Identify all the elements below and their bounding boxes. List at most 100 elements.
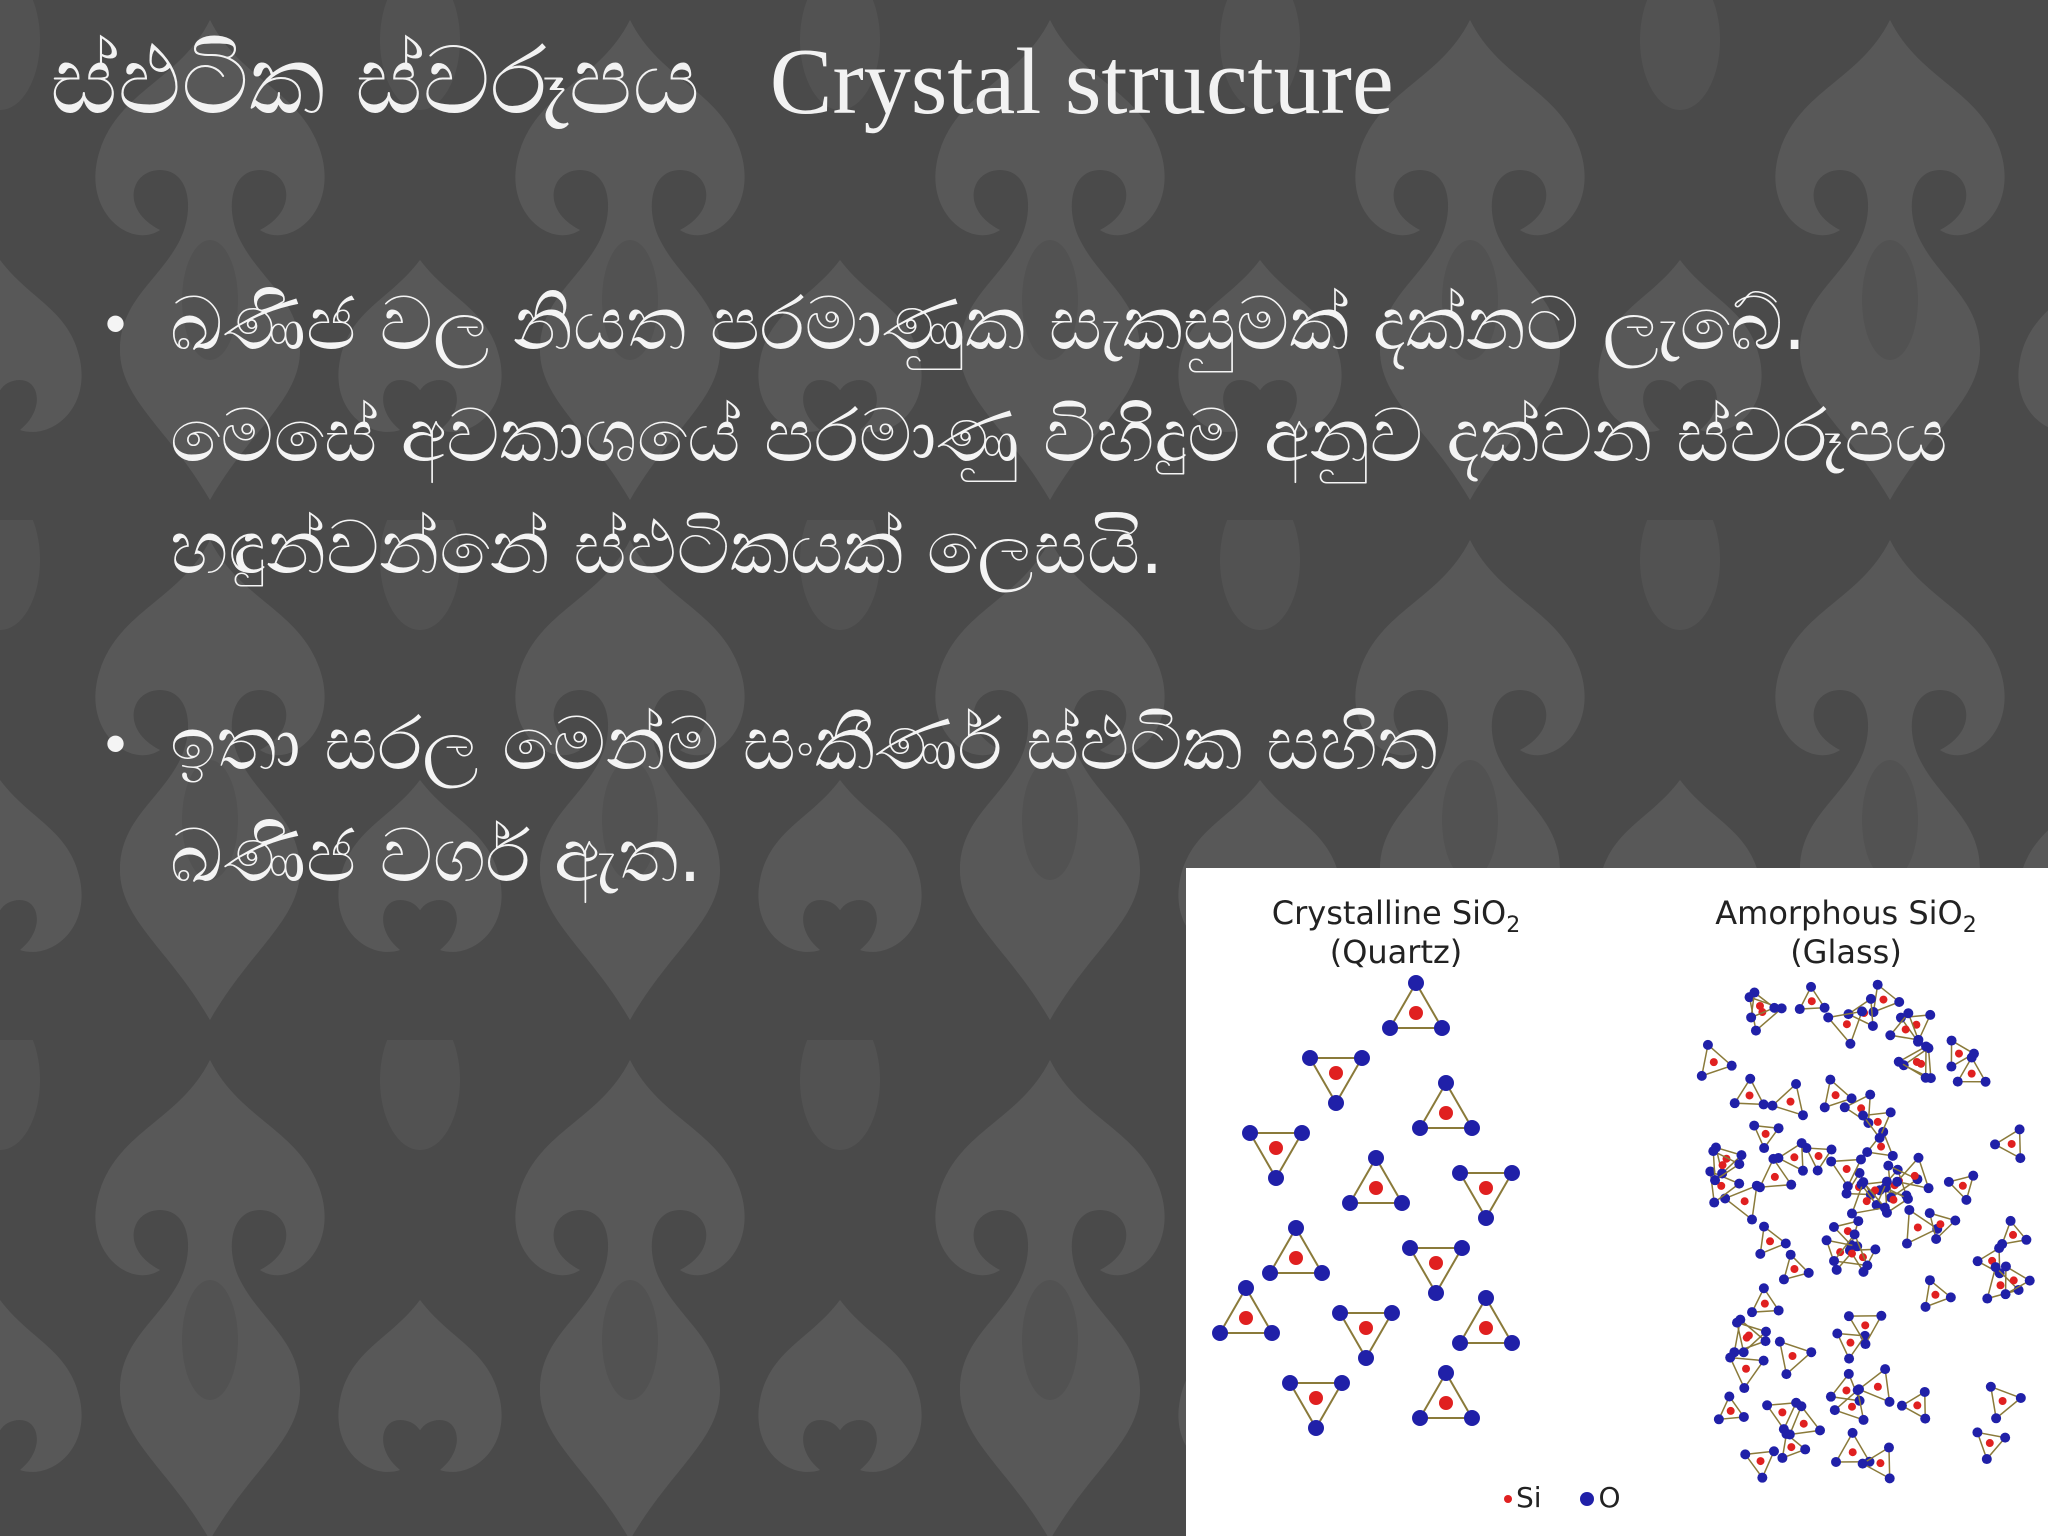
o-legend-dot [1580,1492,1595,1506]
glass-silicon-atom [1745,1091,1754,1100]
glass-tetrahedron [1947,1174,1975,1202]
crystal-oxygen-atom [1463,1410,1480,1426]
glass-oxygen-atom [1931,1233,1942,1244]
glass-tetrahedron [1928,1212,1957,1241]
glass-oxygen-atom [1980,1076,1991,1087]
glass-oxygen-atom [1920,1413,1931,1424]
crystal-oxygen-atom [1503,1165,1520,1181]
crystal-oxygen-atom [1332,1305,1349,1321]
crystal-oxygen-atom [1478,1210,1494,1226]
glass-silicon-atom [1848,1448,1857,1457]
crystal-oxygen-atom [1438,1365,1454,1381]
glass-tetrahedron [1950,1039,1976,1068]
crystal-oxygen-atom [1478,1290,1494,1306]
glass-oxygen-atom [1843,1311,1854,1322]
glass-oxygen-atom [1710,1175,1721,1186]
glass-oxygen-atom [1904,1204,1915,1215]
glass-oxygen-atom [1865,993,1876,1004]
glass-tetrahedron [1776,1141,1804,1172]
glass-oxygen-atom [1990,1139,2001,1150]
glass-silicon-atom [1760,1299,1769,1308]
crystal-tetrahedron [1418,1081,1474,1129]
glass-oxygen-atom [1924,1275,1935,1286]
glass-oxygen-atom [1781,1369,1792,1380]
glass-silicon-atom [2009,1276,2018,1285]
glass-silicon-atom [1998,1396,2007,1405]
glass-oxygen-atom [1729,1098,1740,1109]
amorphous-subscript: 2 [1962,913,1977,938]
glass-tetrahedron [1888,1011,1920,1041]
glass-oxygen-atom [1847,1427,1858,1438]
bullet-item: • ඛණිජ වල නියත පරමාණුක සැකසුමක් දක්නට ලැ… [105,268,1990,604]
glass-oxygen-atom [1773,1123,1784,1134]
glass-oxygen-atom [1884,1396,1895,1407]
glass-silicon-atom [1709,1058,1718,1067]
glass-oxygen-atom [1726,1060,1737,1071]
crystal-tetrahedron [1458,1172,1514,1220]
glass-oxygen-atom [1952,1076,1963,1087]
crystal-silicon-atom [1359,1321,1373,1335]
glass-oxygen-atom [1946,1061,1957,1072]
glass-oxygen-atom [1961,1194,1972,1205]
glass-oxygen-atom [1738,1411,1749,1422]
glass-tetrahedron [1860,1180,1889,1207]
glass-oxygen-atom [1749,1120,1760,1131]
glass-oxygen-atom [1844,1353,1855,1364]
glass-tetrahedron [1733,1077,1765,1106]
glass-oxygen-atom [1747,1214,1758,1225]
glass-silicon-atom [1889,1195,1898,1204]
glass-oxygen-atom [1754,1182,1765,1193]
glass-tetrahedron [1861,1111,1892,1140]
glass-oxygen-atom [2014,1124,2025,1135]
glass-silicon-atom [1756,1457,1765,1466]
glass-oxygen-atom [1831,1264,1842,1275]
glass-oxygen-atom [1803,1267,1814,1278]
glass-oxygen-atom [1826,1144,1837,1155]
glass-oxygen-atom [1823,1012,1834,1023]
crystal-oxygen-atom [1463,1120,1480,1136]
glass-tetrahedron [1989,1385,2023,1420]
glass-oxygen-atom [1745,1073,1756,1084]
bullet-marker: • [105,710,127,777]
glass-oxygen-atom [1925,1009,1936,1020]
glass-oxygen-atom [1738,1347,1749,1358]
glass-tetrahedron [1759,1225,1788,1256]
glass-silicon-atom [1901,1025,1910,1034]
glass-oxygen-atom [1760,1336,1771,1347]
glass-tetrahedron [1798,985,1826,1010]
glass-tetrahedron [1884,1186,1910,1215]
glass-oxygen-atom [1972,1427,1983,1438]
glass-silicon-atom [1842,1165,1851,1174]
glass-oxygen-atom [1724,1391,1735,1402]
crystal-oxygen-atom [1238,1280,1254,1296]
glass-silicon-atom [1831,1091,1840,1100]
glass-oxygen-atom [1826,1156,1837,1167]
glass-tetrahedron [1834,1431,1871,1463]
glass-oxygen-atom [1885,1030,1896,1041]
crystal-silicon-atom [1429,1256,1443,1270]
crystal-silicon-atom [1309,1391,1323,1405]
glass-oxygen-atom [1857,1006,1868,1017]
glass-oxygen-atom [1760,1326,1771,1337]
glass-oxygen-atom [1839,1102,1850,1113]
glass-oxygen-atom [1812,1165,1823,1176]
glass-silicon-atom [1787,1443,1796,1452]
glass-silicon-atom [1846,1338,1855,1347]
bullet-text: ඛණිජ වල නියත පරමාණුක සැකසුමක් දක්නට ලැබේ… [170,281,1948,591]
glass-oxygen-atom [1797,1110,1808,1121]
crystal-tetrahedron [1338,1312,1394,1361]
glass-oxygen-atom [1876,1310,1887,1321]
glass-tetrahedron [1717,1394,1746,1421]
glass-oxygen-atom [1696,1070,1707,1081]
glass-oxygen-atom [1734,1178,1745,1189]
glass-oxygen-atom [1757,1472,1768,1483]
crystal-tetrahedron [1408,1247,1464,1295]
glass-oxygen-atom [1829,1255,1840,1266]
glass-oxygen-atom [1985,1381,1996,1392]
glass-oxygen-atom [1858,1414,1869,1425]
glass-tetrahedron [1778,1340,1813,1376]
crystal-silicon-atom [1439,1106,1453,1120]
glass-tetrahedron [1993,1128,2022,1160]
glass-oxygen-atom [2005,1215,2016,1226]
glass-oxygen-atom [1920,1301,1931,1312]
